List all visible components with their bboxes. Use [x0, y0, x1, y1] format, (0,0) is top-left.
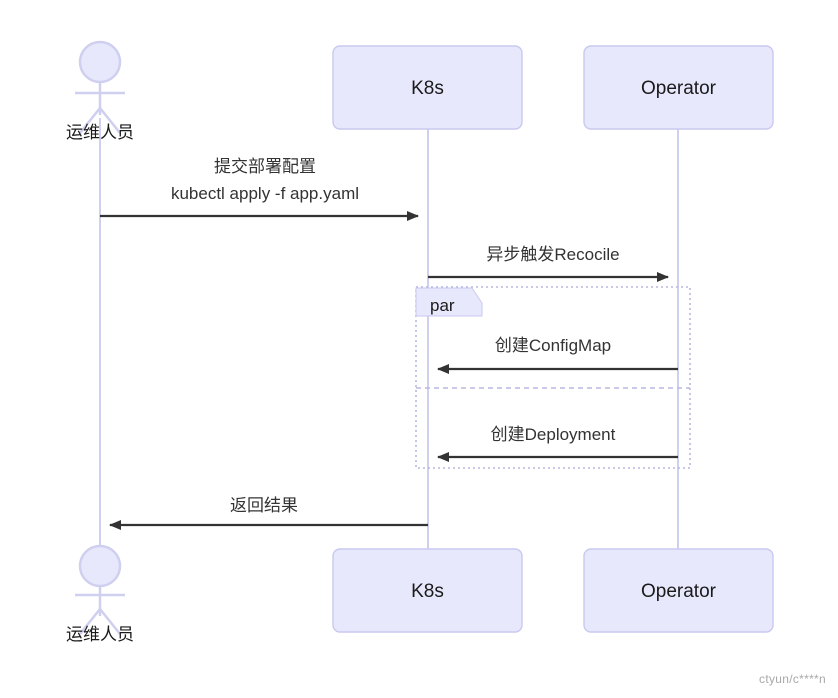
message-2-label: 异步触发Recocile — [486, 245, 619, 264]
message-1[interactable]: 提交部署配置 kubectl apply -f app.yaml — [100, 157, 419, 221]
actor-left-leg-line — [79, 107, 101, 134]
actor-head-icon — [78, 40, 122, 84]
par-fragment-tag-label: par — [430, 296, 455, 315]
participant-k8s-top[interactable]: K8s — [332, 45, 523, 130]
watermark-label: ctyun/c****n — [759, 672, 826, 686]
actor-right-leg-line — [99, 107, 121, 134]
participant-box — [332, 548, 523, 633]
message-4-label: 创建Deployment — [491, 425, 616, 444]
par-fragment-border — [415, 286, 691, 469]
lifelines-layer — [99, 118, 679, 552]
actor-head-icon — [78, 544, 122, 588]
actor-right-leg-line — [99, 608, 121, 635]
participant-k8s-bottom[interactable]: K8s — [332, 548, 523, 633]
participant-k8s-label: K8s — [411, 78, 444, 99]
participant-box — [583, 45, 774, 130]
message-1-label-line-1: 提交部署配置 — [214, 157, 316, 176]
participant-operator-bottom[interactable]: Operator — [583, 548, 774, 633]
message-5[interactable]: 返回结果 — [109, 496, 428, 530]
message-3-label: 创建ConfigMap — [495, 336, 611, 355]
actor-bottom[interactable]: 运维人员 — [66, 544, 134, 644]
message-5-label: 返回结果 — [230, 496, 298, 515]
actor-bottom-label: 运维人员 — [66, 625, 134, 644]
actor-top-label: 运维人员 — [66, 123, 134, 142]
par-fragment[interactable]: par — [415, 286, 691, 469]
participant-operator-label: Operator — [641, 78, 717, 99]
participant-operator-label: Operator — [641, 581, 717, 602]
actor-top[interactable]: 运维人员 — [66, 40, 134, 142]
participant-k8s-label: K8s — [411, 581, 444, 602]
par-fragment-tag-shape — [415, 287, 483, 317]
participant-box — [583, 548, 774, 633]
participant-operator-top[interactable]: Operator — [583, 45, 774, 130]
message-4[interactable]: 创建Deployment — [437, 425, 678, 462]
actor-left-leg-line — [79, 608, 101, 635]
message-3[interactable]: 创建ConfigMap — [437, 336, 678, 374]
message-1-label-line-2: kubectl apply -f app.yaml — [171, 184, 359, 203]
participant-box — [332, 45, 523, 130]
message-2[interactable]: 异步触发Recocile — [428, 245, 669, 282]
